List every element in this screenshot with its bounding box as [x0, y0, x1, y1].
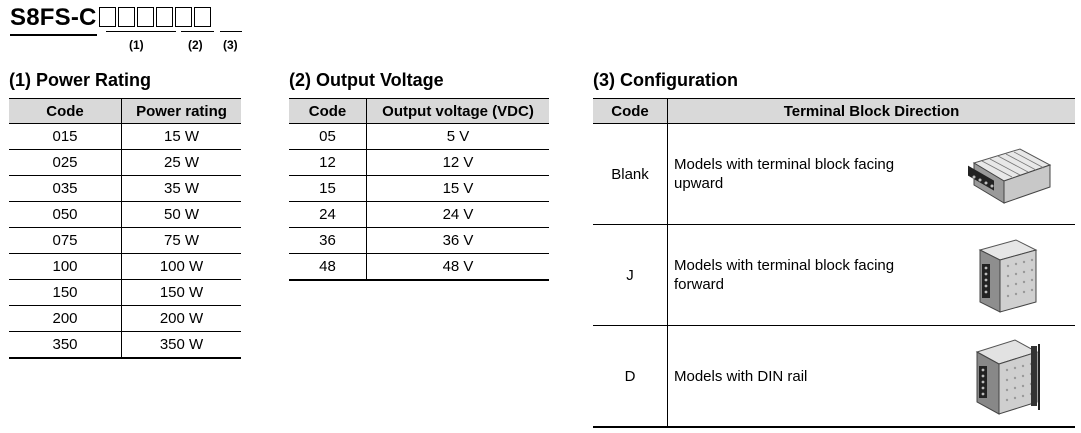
table-row: Blank Models with terminal block facing … [593, 123, 1075, 225]
column-header-code: Code [289, 98, 367, 124]
value-cell: 24 V [366, 201, 549, 228]
value-cell: 25 W [121, 149, 241, 176]
table-row: D Models with DIN rail [593, 325, 1075, 428]
code-cell: 350 [9, 331, 122, 359]
code-cell: 075 [9, 227, 122, 254]
code-cell: 025 [9, 149, 122, 176]
segment-1-line [106, 31, 176, 32]
config-description: Models with terminal block facing upward [674, 156, 895, 192]
config-description: Models with DIN rail [674, 367, 808, 385]
configuration-title: (3) Configuration [593, 70, 738, 90]
code-cell: 150 [9, 279, 122, 306]
configuration-table: Code Terminal Block Direction Blank Mode… [593, 98, 1075, 428]
value-cell: 50 W [121, 201, 241, 228]
output-voltage-title: (2) Output Voltage [289, 70, 444, 90]
config-code: J [593, 224, 668, 326]
value-cell: 48 V [366, 253, 549, 281]
model-prefix: S8FS-C [10, 4, 97, 36]
config-code: D [593, 325, 668, 428]
config-description: Models with terminal block facing forwar… [674, 257, 895, 293]
code-cell: 15 [289, 175, 367, 202]
code-cell: 12 [289, 149, 367, 176]
power-supply-upward-image [957, 141, 1057, 207]
value-cell: 15 W [121, 123, 241, 150]
table-header-row: Code Output voltage (VDC) [289, 98, 549, 124]
code-cell: 015 [9, 123, 122, 150]
value-cell: 350 W [121, 331, 241, 359]
code-cell: 200 [9, 305, 122, 332]
column-header-output-voltage: Output voltage (VDC) [366, 98, 549, 124]
code-cell: 050 [9, 201, 122, 228]
code-cell: 24 [289, 201, 367, 228]
power-rating-title: (1) Power Rating [9, 70, 152, 90]
config-code: Blank [593, 123, 668, 225]
table-header-row: Code Power rating [9, 98, 241, 124]
segment-2-label: (2) [188, 38, 203, 52]
model-number: S8FS-C [10, 4, 213, 36]
code-cell: 48 [289, 253, 367, 281]
segment-2-line [181, 31, 214, 32]
value-cell: 75 W [121, 227, 241, 254]
code-box [136, 7, 154, 27]
code-box [155, 7, 173, 27]
power-supply-din-rail-image [957, 334, 1057, 418]
model-code-boxes [98, 7, 213, 27]
power-supply-forward-image [957, 234, 1057, 316]
column-header-power-rating: Power rating [121, 98, 241, 124]
value-cell: 200 W [121, 305, 241, 332]
code-cell: 100 [9, 253, 122, 280]
code-box [193, 7, 211, 27]
segment-1-label: (1) [129, 38, 144, 52]
code-cell: 035 [9, 175, 122, 202]
code-box [98, 7, 116, 27]
value-cell: 150 W [121, 279, 241, 306]
column-header-terminal-block-direction: Terminal Block Direction [667, 98, 1075, 124]
value-cell: 35 W [121, 175, 241, 202]
value-cell: 12 V [366, 149, 549, 176]
column-header-code: Code [593, 98, 668, 124]
value-cell: 5 V [366, 123, 549, 150]
segment-3-label: (3) [223, 38, 238, 52]
table-row: J Models with terminal block facing forw… [593, 224, 1075, 326]
value-cell: 15 V [366, 175, 549, 202]
code-cell: 36 [289, 227, 367, 254]
code-box [117, 7, 135, 27]
column-header-code: Code [9, 98, 122, 124]
code-box [174, 7, 192, 27]
value-cell: 100 W [121, 253, 241, 280]
segment-3-line [220, 31, 242, 32]
value-cell: 36 V [366, 227, 549, 254]
code-cell: 05 [289, 123, 367, 150]
table-header-row: Code Terminal Block Direction [593, 98, 1075, 124]
